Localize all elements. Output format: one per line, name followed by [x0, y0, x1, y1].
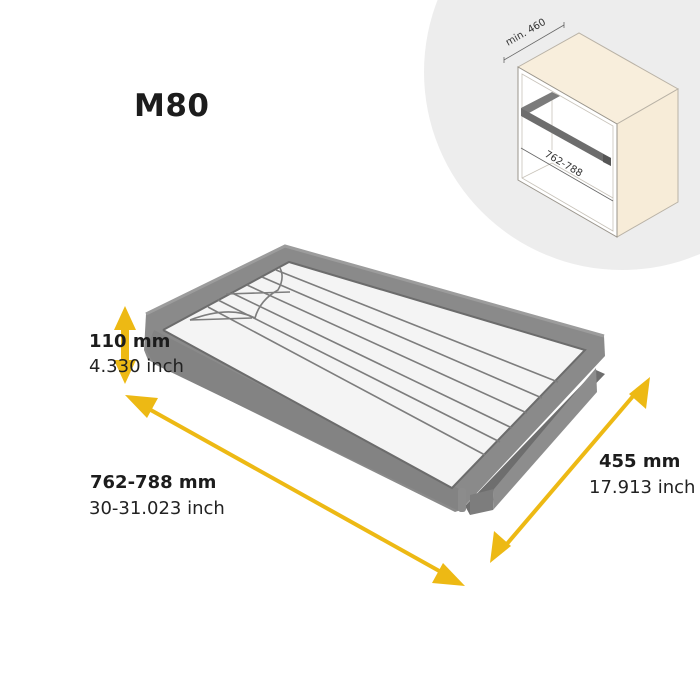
height-mm-label: 110 mm: [89, 331, 171, 352]
depth-dimension-arrow: [490, 377, 650, 563]
depth-inch-label: 17.913 inch: [589, 477, 696, 498]
model-title: M80: [134, 88, 210, 124]
height-inch-label: 4.330 inch: [89, 356, 184, 377]
height-dimension-arrow: [114, 306, 136, 384]
width-mm-label: 762-788 mm: [90, 472, 217, 493]
width-inch-label: 30-31.023 inch: [89, 498, 225, 519]
inset-width-dimension-line: [520, 147, 614, 202]
depth-mm-label: 455 mm: [599, 451, 681, 472]
inset-depth-dimension-line: [503, 24, 565, 61]
width-dimension-arrow: [125, 395, 465, 586]
pull-out-tray-illustration: [144, 244, 605, 515]
